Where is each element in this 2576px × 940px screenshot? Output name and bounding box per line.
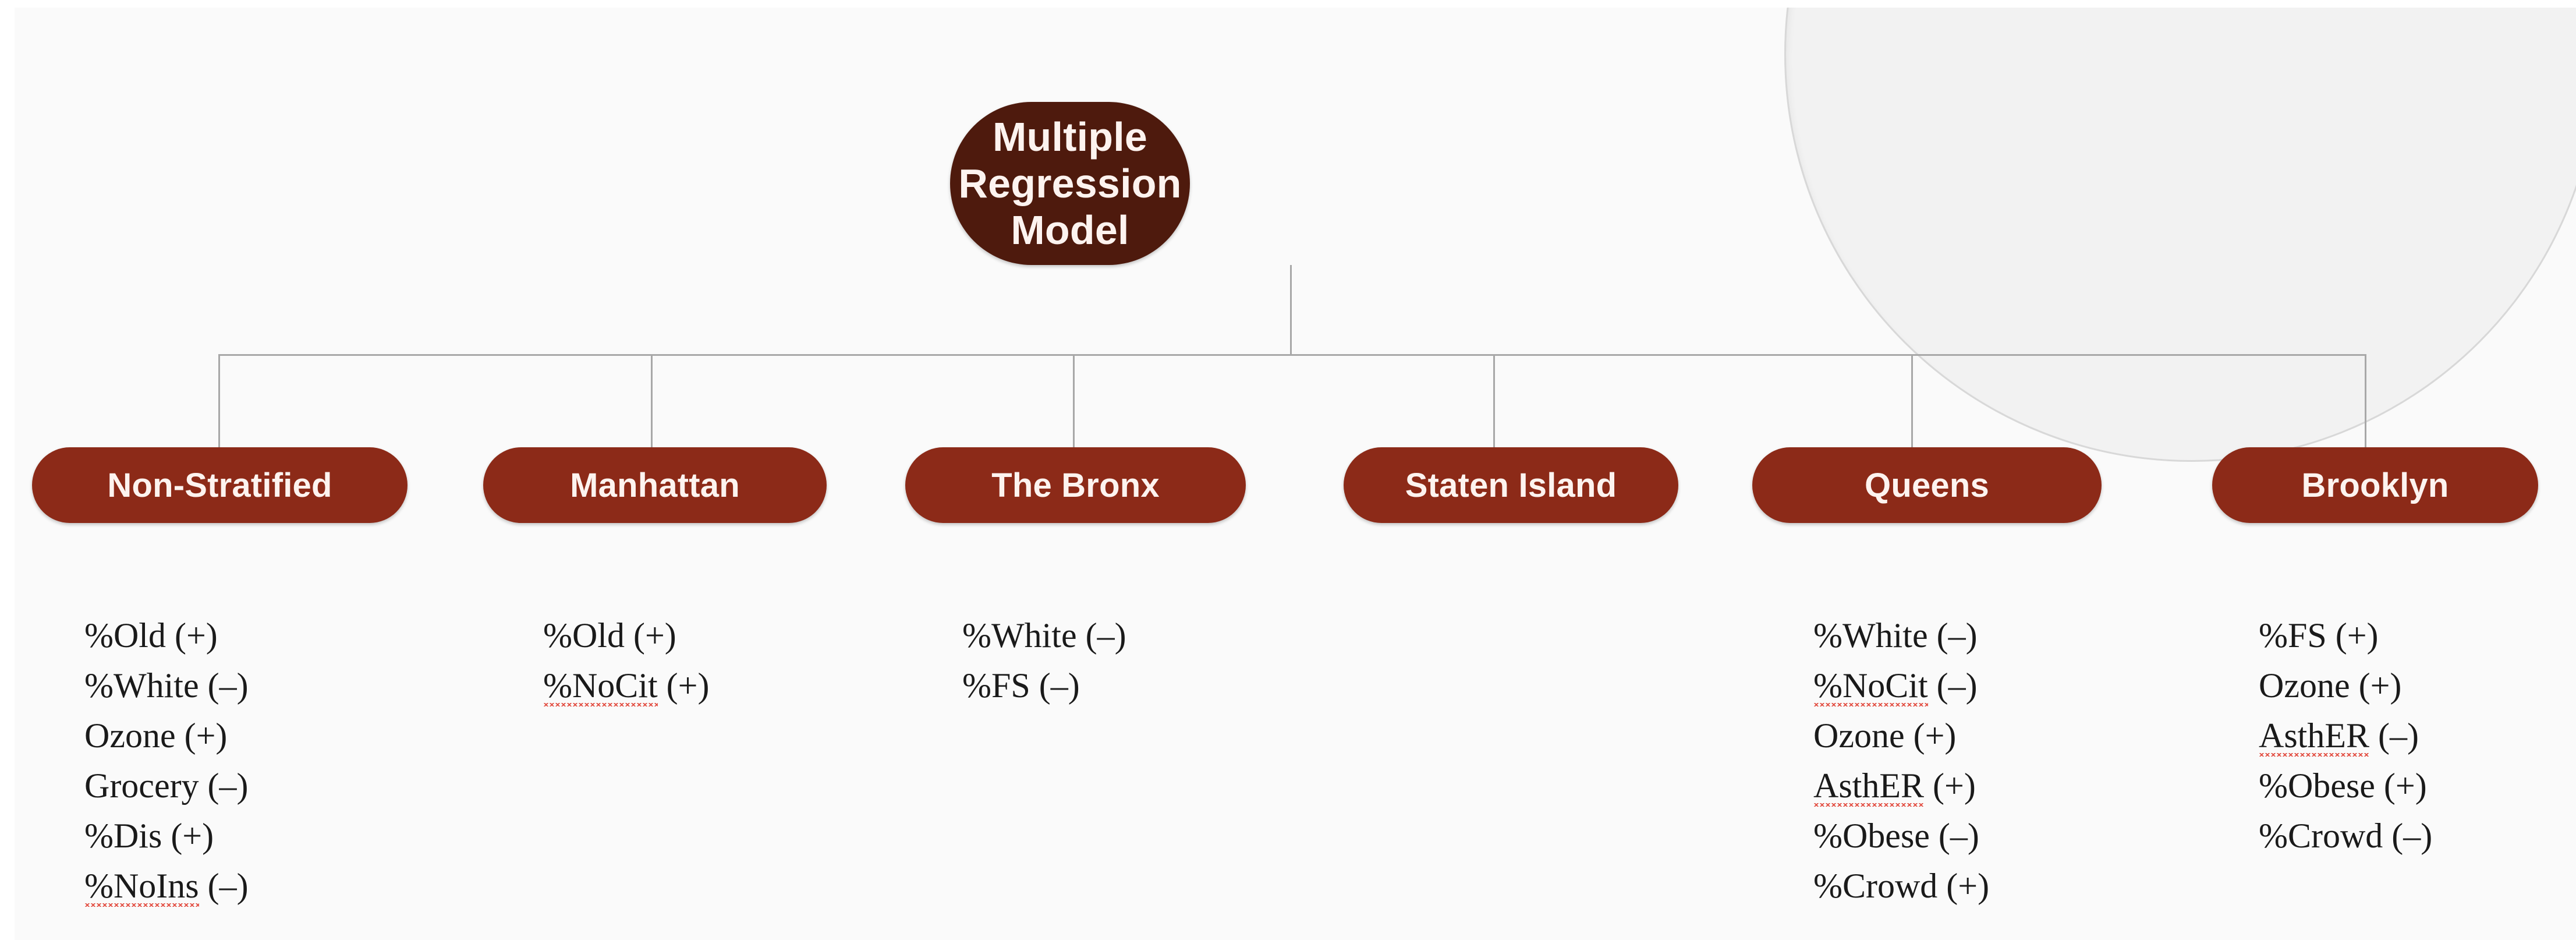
variable-name: AsthER (1813, 766, 1925, 807)
connector-drop-manhattan (651, 354, 653, 453)
variable-item: %Crowd (+) (1813, 867, 1990, 905)
node-queens[interactable]: Queens (1752, 447, 2102, 523)
variable-list-non-stratified: %Old (+) %White (–) Ozone (+) Grocery (–) %D… (84, 610, 249, 911)
node-manhattan[interactable]: Manhattan (483, 447, 827, 523)
node-label: Manhattan (570, 466, 740, 504)
variable-sign: (+) (657, 666, 710, 705)
page-curl-edge-icon (1784, 8, 2576, 462)
variable-item: AsthER (–) (2259, 711, 2432, 761)
node-staten-island[interactable]: Staten Island (1344, 447, 1678, 523)
node-the-bronx[interactable]: The Bronx (905, 447, 1246, 523)
node-label: Brooklyn (2301, 466, 2449, 504)
slide-canvas: Multiple Regression Model Non-Stratified… (15, 8, 2576, 940)
variable-item: %Obese (–) (1813, 817, 1979, 855)
variable-list-queens: %White (–) %NoCit (–) Ozone (+) AsthER (+)%… (1813, 610, 1989, 911)
variable-name: %NoCit (543, 666, 658, 706)
connector-drop-queens (1911, 354, 1913, 453)
node-non-stratified[interactable]: Non-Stratified (32, 447, 408, 523)
variable-item: %NoCit (+) (543, 660, 709, 711)
variable-item: %FS (–) (962, 666, 1080, 705)
node-multiple-regression-model[interactable]: Multiple Regression Model (950, 102, 1190, 265)
node-label: Staten Island (1405, 466, 1617, 504)
variable-item: %Old (+) (543, 616, 676, 655)
variable-item: %White (–) (1813, 616, 1978, 655)
connector-drop-staten-island (1493, 354, 1495, 453)
variable-item: AsthER (+) (1813, 761, 1989, 811)
variable-list-the-bronx: %White (–) %FS (–) (962, 610, 1126, 711)
variable-item: %FS (+) (2259, 616, 2379, 655)
variable-item: %NoCit (–) (1813, 660, 1989, 711)
variable-name: %NoIns (84, 867, 199, 907)
variable-name: %NoCit (1813, 666, 1928, 706)
variable-item: %NoIns (–) (84, 861, 249, 911)
connector-root-stem (1290, 265, 1292, 355)
variable-item: Ozone (+) (84, 716, 228, 755)
variable-item: %White (–) (962, 616, 1126, 655)
node-label: The Bronx (991, 466, 1160, 504)
variable-sign: (–) (2369, 716, 2419, 755)
variable-item: %Obese (+) (2259, 766, 2427, 805)
variable-item: Grocery (–) (84, 766, 249, 805)
node-brooklyn[interactable]: Brooklyn (2212, 447, 2538, 523)
variable-item: %Dis (+) (84, 817, 214, 855)
variable-sign: (+) (1924, 766, 1976, 805)
variable-sign: (–) (199, 867, 249, 905)
connector-drop-the-bronx (1073, 354, 1075, 453)
variable-list-manhattan: %Old (+) %NoCit (+) (543, 610, 709, 711)
variable-item: %Old (+) (84, 616, 218, 655)
variable-item: Ozone (+) (1813, 716, 1957, 755)
node-label: Multiple Regression Model (958, 114, 1182, 253)
variable-sign: (–) (1927, 666, 1978, 705)
node-label: Queens (1865, 466, 1989, 504)
connector-horizontal-bus (218, 354, 2366, 356)
variable-item: %White (–) (84, 666, 249, 705)
variable-item: Ozone (+) (2259, 666, 2402, 705)
connector-drop-brooklyn (2365, 354, 2366, 453)
variable-list-brooklyn: %FS (+) Ozone (+) AsthER (–) %Obese (+) %Cro… (2259, 610, 2432, 861)
connector-drop-non-stratified (218, 354, 220, 453)
variable-item: %Crowd (–) (2259, 817, 2433, 855)
node-label: Non-Stratified (107, 466, 332, 504)
variable-name: AsthER (2259, 716, 2370, 757)
